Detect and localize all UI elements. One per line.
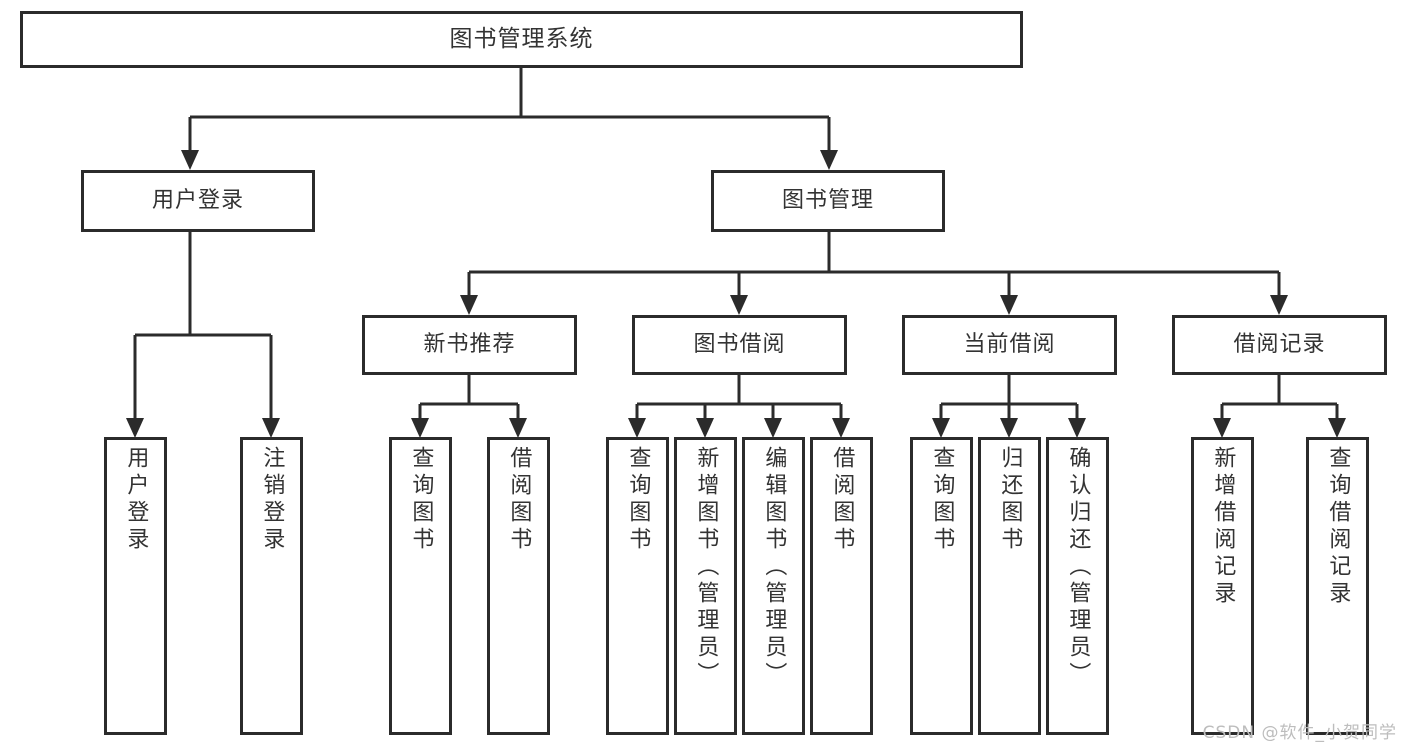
leaf-user-login-signout[interactable]: 注销登录	[240, 437, 303, 735]
node-book-management[interactable]: 图书管理	[711, 170, 945, 232]
leaf-label: 查询图书	[625, 446, 651, 554]
arrowhead-root-to-bookmgmt	[820, 150, 838, 170]
leaf-record-query-record[interactable]: 查询借阅记录	[1306, 437, 1369, 735]
node-borrow-record[interactable]: 借阅记录	[1172, 315, 1387, 375]
leaf-borrow-borrow-book[interactable]: 借阅图书	[810, 437, 873, 735]
arrowhead-borrow-child2	[696, 418, 714, 438]
watermark: CSDN @软件_小贺同学	[1202, 723, 1397, 743]
arrowhead-bookmgmt-to-record	[1270, 295, 1288, 315]
leaf-label: 编辑图书（管理员）	[761, 446, 787, 689]
arrowhead-current-child1	[932, 418, 950, 438]
node-book-borrow[interactable]: 图书借阅	[632, 315, 847, 375]
leaf-label: 查询图书	[408, 446, 434, 554]
arrowhead-bookmgmt-to-borrow	[730, 295, 748, 315]
arrowhead-record-child2	[1328, 418, 1346, 438]
leaf-label: 注销登录	[259, 446, 285, 554]
leaf-label: 查询借阅记录	[1325, 446, 1351, 608]
node-root-label: 图书管理系统	[449, 26, 594, 53]
node-current-borrow-label: 当前借阅	[963, 332, 1056, 358]
arrowhead-record-child1	[1213, 418, 1231, 438]
node-new-book-recommend[interactable]: 新书推荐	[362, 315, 577, 375]
arrowhead-root-to-userlogin	[181, 150, 199, 170]
arrowhead-borrow-child3	[764, 418, 782, 438]
leaf-label: 新增图书（管理员）	[693, 446, 719, 689]
leaf-label: 借阅图书	[506, 446, 532, 554]
node-user-login[interactable]: 用户登录	[81, 170, 315, 232]
leaf-new-book-query[interactable]: 查询图书	[389, 437, 452, 735]
leaf-label: 借阅图书	[829, 446, 855, 554]
leaf-label: 用户登录	[123, 446, 149, 554]
node-book-borrow-label: 图书借阅	[693, 332, 786, 358]
leaf-current-return-book[interactable]: 归还图书	[978, 437, 1041, 735]
node-current-borrow[interactable]: 当前借阅	[902, 315, 1117, 375]
leaf-user-login-signin[interactable]: 用户登录	[104, 437, 167, 735]
arrowhead-borrow-child4	[832, 418, 850, 438]
leaf-label: 查询图书	[929, 446, 955, 554]
leaf-record-add-record[interactable]: 新增借阅记录	[1191, 437, 1254, 735]
arrowhead-bookmgmt-to-newbook	[460, 295, 478, 315]
arrowhead-newbook-child1	[411, 418, 429, 438]
leaf-borrow-query-book[interactable]: 查询图书	[606, 437, 669, 735]
node-borrow-record-label: 借阅记录	[1233, 332, 1326, 358]
leaf-current-query-book[interactable]: 查询图书	[910, 437, 973, 735]
arrowhead-newbook-child2	[509, 418, 527, 438]
arrowhead-userlogin-child2	[262, 418, 280, 438]
leaf-label: 确认归还（管理员）	[1065, 446, 1091, 689]
node-user-login-label: 用户登录	[151, 188, 244, 214]
arrowhead-userlogin-child1	[126, 418, 144, 438]
node-root[interactable]: 图书管理系统	[20, 11, 1023, 68]
arrowhead-bookmgmt-to-current	[1000, 295, 1018, 315]
arrowhead-current-child2	[1000, 418, 1018, 438]
arrowhead-borrow-child1	[628, 418, 646, 438]
arrowhead-current-child3	[1068, 418, 1086, 438]
leaf-borrow-edit-book-admin[interactable]: 编辑图书（管理员）	[742, 437, 805, 735]
node-book-management-label: 图书管理	[781, 188, 874, 214]
leaf-new-book-borrow[interactable]: 借阅图书	[487, 437, 550, 735]
leaf-label: 归还图书	[997, 446, 1023, 554]
node-new-book-recommend-label: 新书推荐	[423, 332, 516, 358]
leaf-label: 新增借阅记录	[1210, 446, 1236, 608]
leaf-current-confirm-return-admin[interactable]: 确认归还（管理员）	[1046, 437, 1109, 735]
leaf-borrow-add-book-admin[interactable]: 新增图书（管理员）	[674, 437, 737, 735]
